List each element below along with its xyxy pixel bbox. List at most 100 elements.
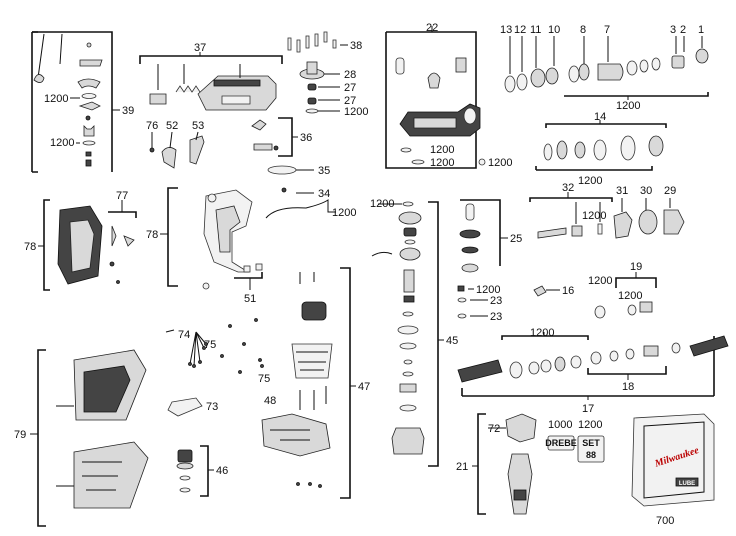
label-16: 16	[562, 285, 574, 297]
spring-clip-part	[33, 33, 63, 83]
label-1000: 1000	[548, 419, 572, 431]
label-48: 48	[264, 395, 276, 407]
label-51: 51	[244, 293, 256, 305]
label-75a: 75	[204, 339, 216, 351]
label-2: 2	[680, 24, 686, 36]
oring-23b	[457, 313, 467, 319]
label-77: 77	[116, 190, 128, 202]
label-1200j: 1200	[476, 284, 500, 296]
label-27a: 27	[344, 82, 356, 94]
card-1000: DREBE	[545, 435, 577, 451]
label-1200a: 1200	[344, 106, 368, 118]
label-1200l: 1200	[618, 290, 642, 302]
case-badge: LUBE	[679, 481, 695, 487]
ring-part	[82, 140, 96, 146]
pin-part	[86, 42, 92, 48]
card-set-text: SET	[582, 438, 600, 448]
label-10: 10	[548, 24, 560, 36]
label-39: 39	[122, 105, 134, 117]
label-36: 36	[300, 132, 312, 144]
group-46	[176, 445, 214, 497]
label-14: 14	[594, 111, 606, 123]
label-19: 19	[630, 261, 642, 273]
label-73: 73	[206, 401, 218, 413]
column-45	[371, 201, 444, 467]
seal-cord-part	[265, 199, 336, 219]
part-16	[533, 285, 547, 297]
gear-housing-part	[197, 75, 277, 111]
label-23b: 23	[490, 311, 502, 323]
label-1200g: 1200	[578, 175, 602, 187]
selector-parts	[149, 131, 205, 169]
group-47	[261, 267, 356, 499]
part-31-plate	[613, 211, 633, 239]
label-72: 72	[488, 423, 500, 435]
label-46: 46	[216, 465, 228, 477]
label-78b: 78	[146, 229, 158, 241]
label-21: 21	[456, 461, 468, 473]
group-79	[30, 349, 149, 527]
label-13: 13	[500, 24, 512, 36]
group-36	[251, 117, 298, 157]
nut-part	[85, 159, 92, 167]
lever-part	[79, 59, 103, 67]
group-32	[529, 192, 613, 239]
label-73	[167, 397, 203, 417]
card-set: SET 88	[577, 435, 605, 463]
label-35: 35	[318, 165, 330, 177]
label-53: 53	[192, 120, 204, 132]
label-45: 45	[446, 335, 458, 347]
group-19	[594, 272, 657, 319]
label-28: 28	[344, 69, 356, 81]
label-31: 31	[616, 185, 628, 197]
ball-part	[85, 115, 91, 121]
label-7: 7	[604, 24, 610, 36]
card-1000-text: DREBE	[545, 438, 577, 448]
label-34: 34	[318, 188, 330, 200]
label-52: 52	[166, 120, 178, 132]
label-17: 17	[582, 403, 594, 415]
card-set-number: 88	[586, 450, 596, 460]
group-14	[535, 120, 667, 171]
washer-part	[81, 93, 97, 99]
group-21	[472, 413, 537, 515]
group-37	[139, 52, 283, 111]
part-29-bearing	[663, 209, 685, 235]
group-78-left	[38, 199, 137, 291]
label-1200e: 1200	[488, 157, 512, 169]
part-30-gear	[638, 209, 658, 235]
label-29: 29	[664, 185, 676, 197]
label-32: 32	[562, 182, 574, 194]
label-1200p: 1200	[50, 137, 74, 149]
label-23a: 23	[490, 295, 502, 307]
label-74: 74	[178, 329, 190, 341]
label-27b: 27	[344, 95, 356, 107]
label-1200n: 1200	[578, 419, 602, 431]
label-3: 3	[670, 24, 676, 36]
label-22: 22	[426, 22, 438, 34]
label-1200d: 1200	[430, 157, 454, 169]
label-1200c: 1200	[430, 144, 454, 156]
oring-23a	[457, 297, 467, 303]
label-18: 18	[622, 381, 634, 393]
label-37: 37	[194, 42, 206, 54]
small-part-1200j	[457, 285, 465, 292]
label-12: 12	[514, 24, 526, 36]
label-1200o: 1200	[44, 93, 68, 105]
screws-75	[165, 318, 264, 374]
label-25: 25	[510, 233, 522, 245]
group-25	[459, 199, 508, 273]
group-78-middle	[160, 187, 263, 290]
screw-part	[85, 151, 92, 157]
label-700: 700	[656, 515, 674, 527]
label-11: 11	[530, 24, 541, 36]
spring-part	[175, 85, 201, 93]
chuck-row	[504, 36, 709, 100]
group-22	[385, 26, 486, 169]
small-screw-part	[281, 187, 287, 193]
striker-part	[149, 93, 167, 105]
group-38	[287, 31, 348, 53]
label-30: 30	[640, 185, 652, 197]
label-1200h: 1200	[582, 210, 606, 222]
